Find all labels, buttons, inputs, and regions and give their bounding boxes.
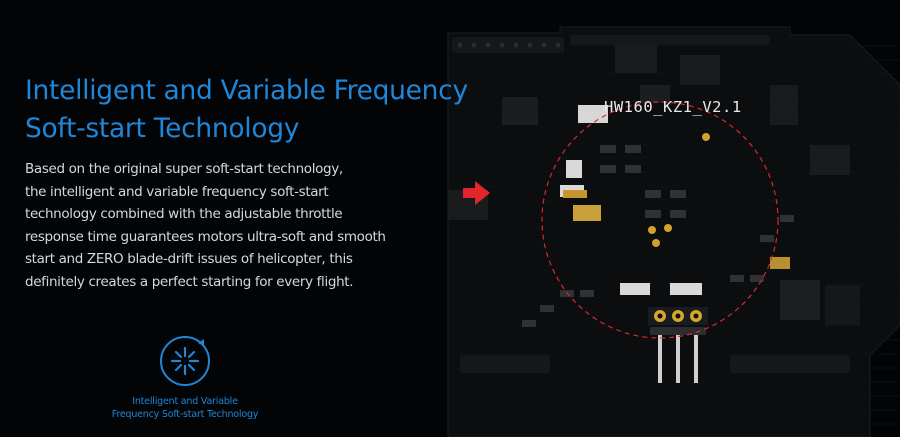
description-line: definitely creates a perfect starting fo… bbox=[25, 273, 354, 290]
description-line: response time guarantees motors ultra-so… bbox=[25, 228, 386, 245]
description-line: technology combined with the adjustable … bbox=[25, 206, 343, 222]
headline-line-1: Intelligent and Variable Frequency bbox=[25, 75, 468, 106]
headline-line-2: Soft-start Technology bbox=[25, 113, 300, 144]
soft-start-icon bbox=[160, 336, 210, 386]
pcb-board-image bbox=[447, 26, 900, 437]
red-arrow-icon bbox=[463, 181, 490, 205]
feature-label-line-2: Frequency Soft-start Technology bbox=[111, 408, 259, 420]
description-line: start and ZERO blade-drift issues of hel… bbox=[25, 251, 353, 267]
description-line: the intelligent and variable frequency s… bbox=[25, 183, 329, 200]
description-paragraph: Based on the original super soft-start t… bbox=[25, 158, 405, 293]
feature-label-line-1: Intelligent and Variable bbox=[132, 396, 238, 407]
headline: Intelligent and Variable Frequency Soft-… bbox=[25, 72, 468, 148]
feature-label: Intelligent and Variable Frequency Soft-… bbox=[95, 396, 275, 421]
board-label: HW160_KZ1_V2.1 bbox=[604, 98, 742, 116]
description-line: Based on the original super soft-start t… bbox=[25, 161, 343, 177]
